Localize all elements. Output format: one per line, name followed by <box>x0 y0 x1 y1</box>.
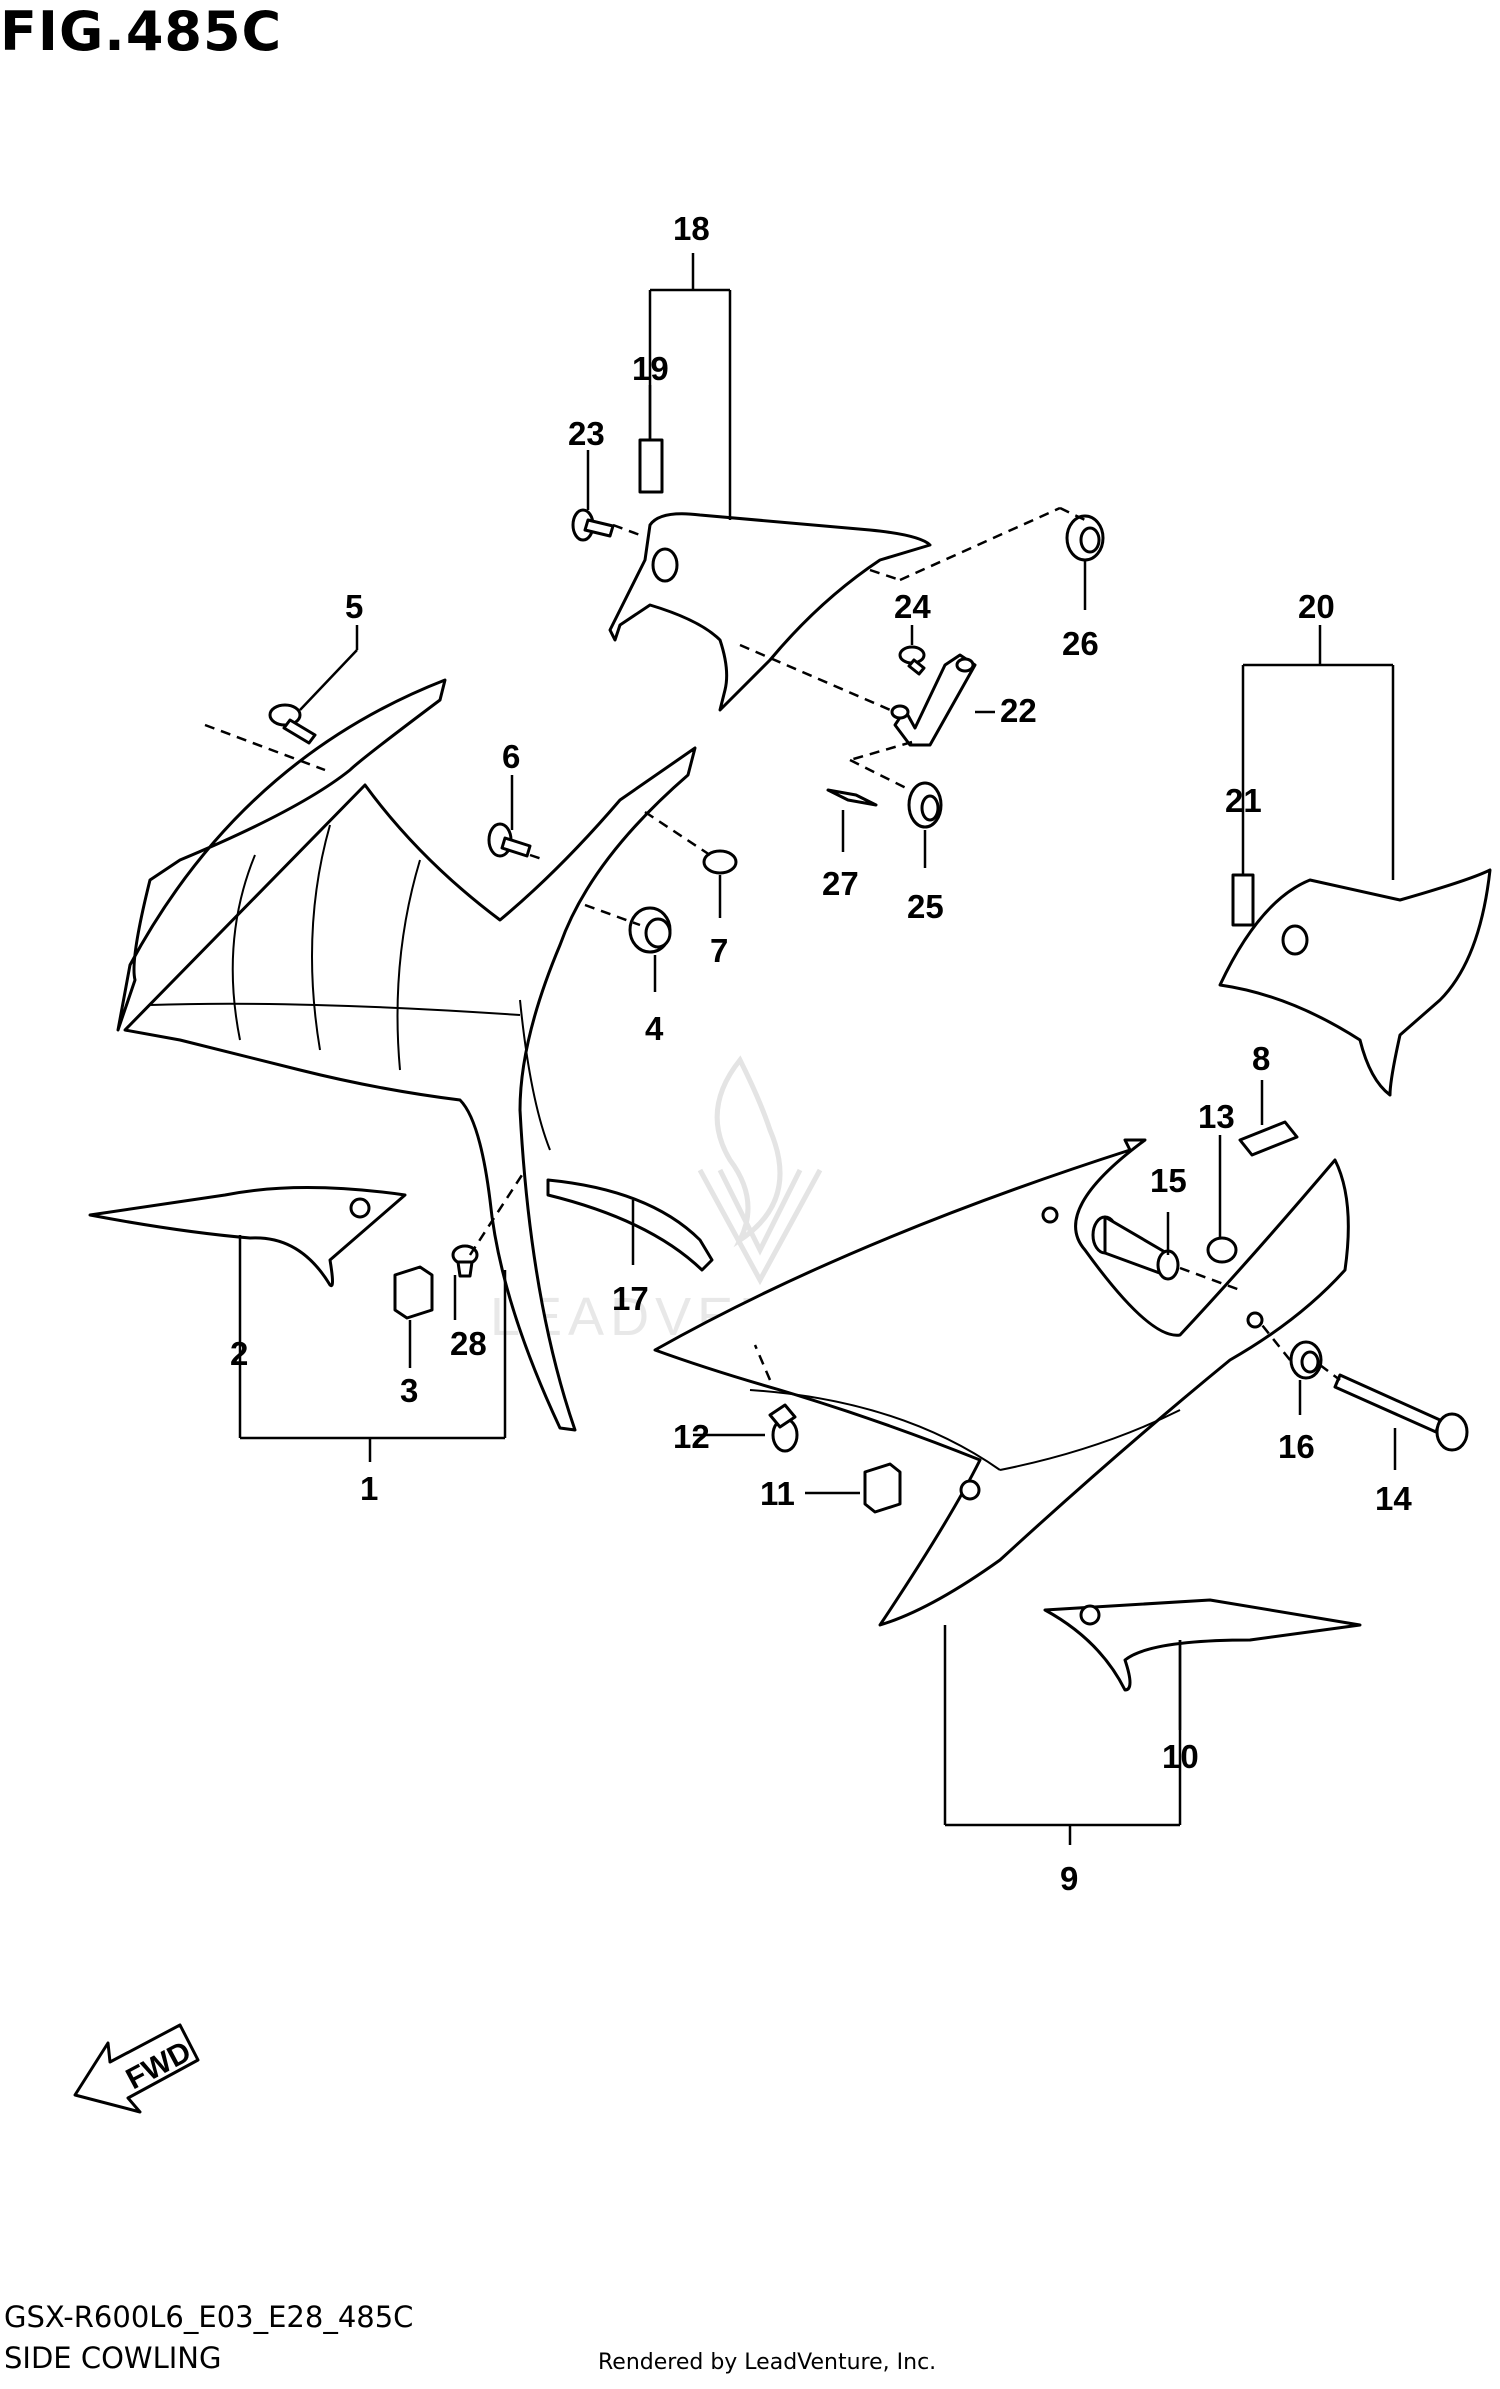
part-25-grommet <box>907 781 943 829</box>
callout-26: 26 <box>1062 625 1099 662</box>
part-27-tape <box>826 788 878 807</box>
part-28-clip <box>451 1244 479 1278</box>
callout-15: 15 <box>1150 1162 1187 1199</box>
part-3-nut <box>393 1265 434 1320</box>
callout-12: 12 <box>673 1418 710 1455</box>
part-2-hole <box>349 1197 371 1219</box>
part-12-screw <box>768 1403 799 1453</box>
part-22-bracket <box>890 653 977 747</box>
callout-13: 13 <box>1198 1098 1235 1135</box>
part-23-screw <box>571 508 615 542</box>
callout-3: 3 <box>400 1372 418 1409</box>
part-1-front-side-cowl <box>116 678 697 1432</box>
part-2-side-panel <box>88 1186 407 1288</box>
callouts: 1 2 3 4 5 6 7 8 9 10 11 12 13 14 15 16 1… <box>230 210 1412 1897</box>
callout-28: 28 <box>450 1325 487 1362</box>
callout-25: 25 <box>907 888 944 925</box>
part-19-tape <box>638 438 664 494</box>
leader-lines <box>238 253 1397 1845</box>
figure-subtitle: SIDE COWLING <box>4 2341 222 2375</box>
fwd-arrow-icon: FWD <box>73 2023 200 2114</box>
callout-21: 21 <box>1225 782 1262 819</box>
callout-19: 19 <box>632 350 669 387</box>
callout-22: 22 <box>1000 692 1037 729</box>
part-5-screw <box>268 703 317 745</box>
assembly-lines <box>204 506 1341 1381</box>
part-8-pad <box>1238 1120 1299 1157</box>
callout-6: 6 <box>502 738 520 775</box>
callout-5: 5 <box>345 588 363 625</box>
callout-14: 14 <box>1375 1480 1412 1517</box>
callout-7: 7 <box>710 932 728 969</box>
callout-24: 24 <box>894 588 931 625</box>
part-10-hole <box>1079 1604 1101 1626</box>
watermark-logo <box>697 1055 823 1286</box>
part-14-bolt <box>1333 1373 1469 1452</box>
callout-18: 18 <box>673 210 710 247</box>
callout-20: 20 <box>1298 588 1335 625</box>
model-code: GSX-R600L6_E03_E28_485C <box>4 2300 414 2334</box>
part-21-tape <box>1231 873 1255 927</box>
part-13-clip <box>1206 1236 1238 1264</box>
figure-title: FIG.485C <box>0 0 283 63</box>
callout-23: 23 <box>568 415 605 452</box>
part-11-nut <box>863 1462 902 1514</box>
callout-2: 2 <box>230 1335 248 1372</box>
callout-1: 1 <box>360 1470 378 1507</box>
part-10-lower-panel <box>1043 1598 1362 1692</box>
callout-17: 17 <box>612 1280 649 1317</box>
callout-10: 10 <box>1162 1738 1199 1775</box>
callout-11: 11 <box>760 1475 795 1512</box>
callout-9: 9 <box>1060 1860 1078 1897</box>
part-26-grommet <box>1065 514 1105 562</box>
part-15-collar <box>1091 1215 1180 1281</box>
callout-8: 8 <box>1252 1040 1270 1077</box>
render-credit: Rendered by LeadVenture, Inc. <box>598 2350 937 2375</box>
part-16-grommet <box>1289 1340 1323 1380</box>
part-18-inner-panel <box>608 512 932 712</box>
callout-4: 4 <box>645 1010 664 1047</box>
part-4-grommet <box>628 906 672 954</box>
part-20-upper-cover <box>1218 868 1492 1097</box>
callout-16: 16 <box>1278 1428 1315 1465</box>
part-6-screw <box>487 822 532 858</box>
part-24-screw <box>898 645 926 676</box>
callout-27: 27 <box>822 865 859 902</box>
part-7-clip <box>702 849 738 875</box>
part-9-lower-side-cowl <box>653 1138 1350 1627</box>
part-17-trim-strip <box>546 1178 714 1272</box>
